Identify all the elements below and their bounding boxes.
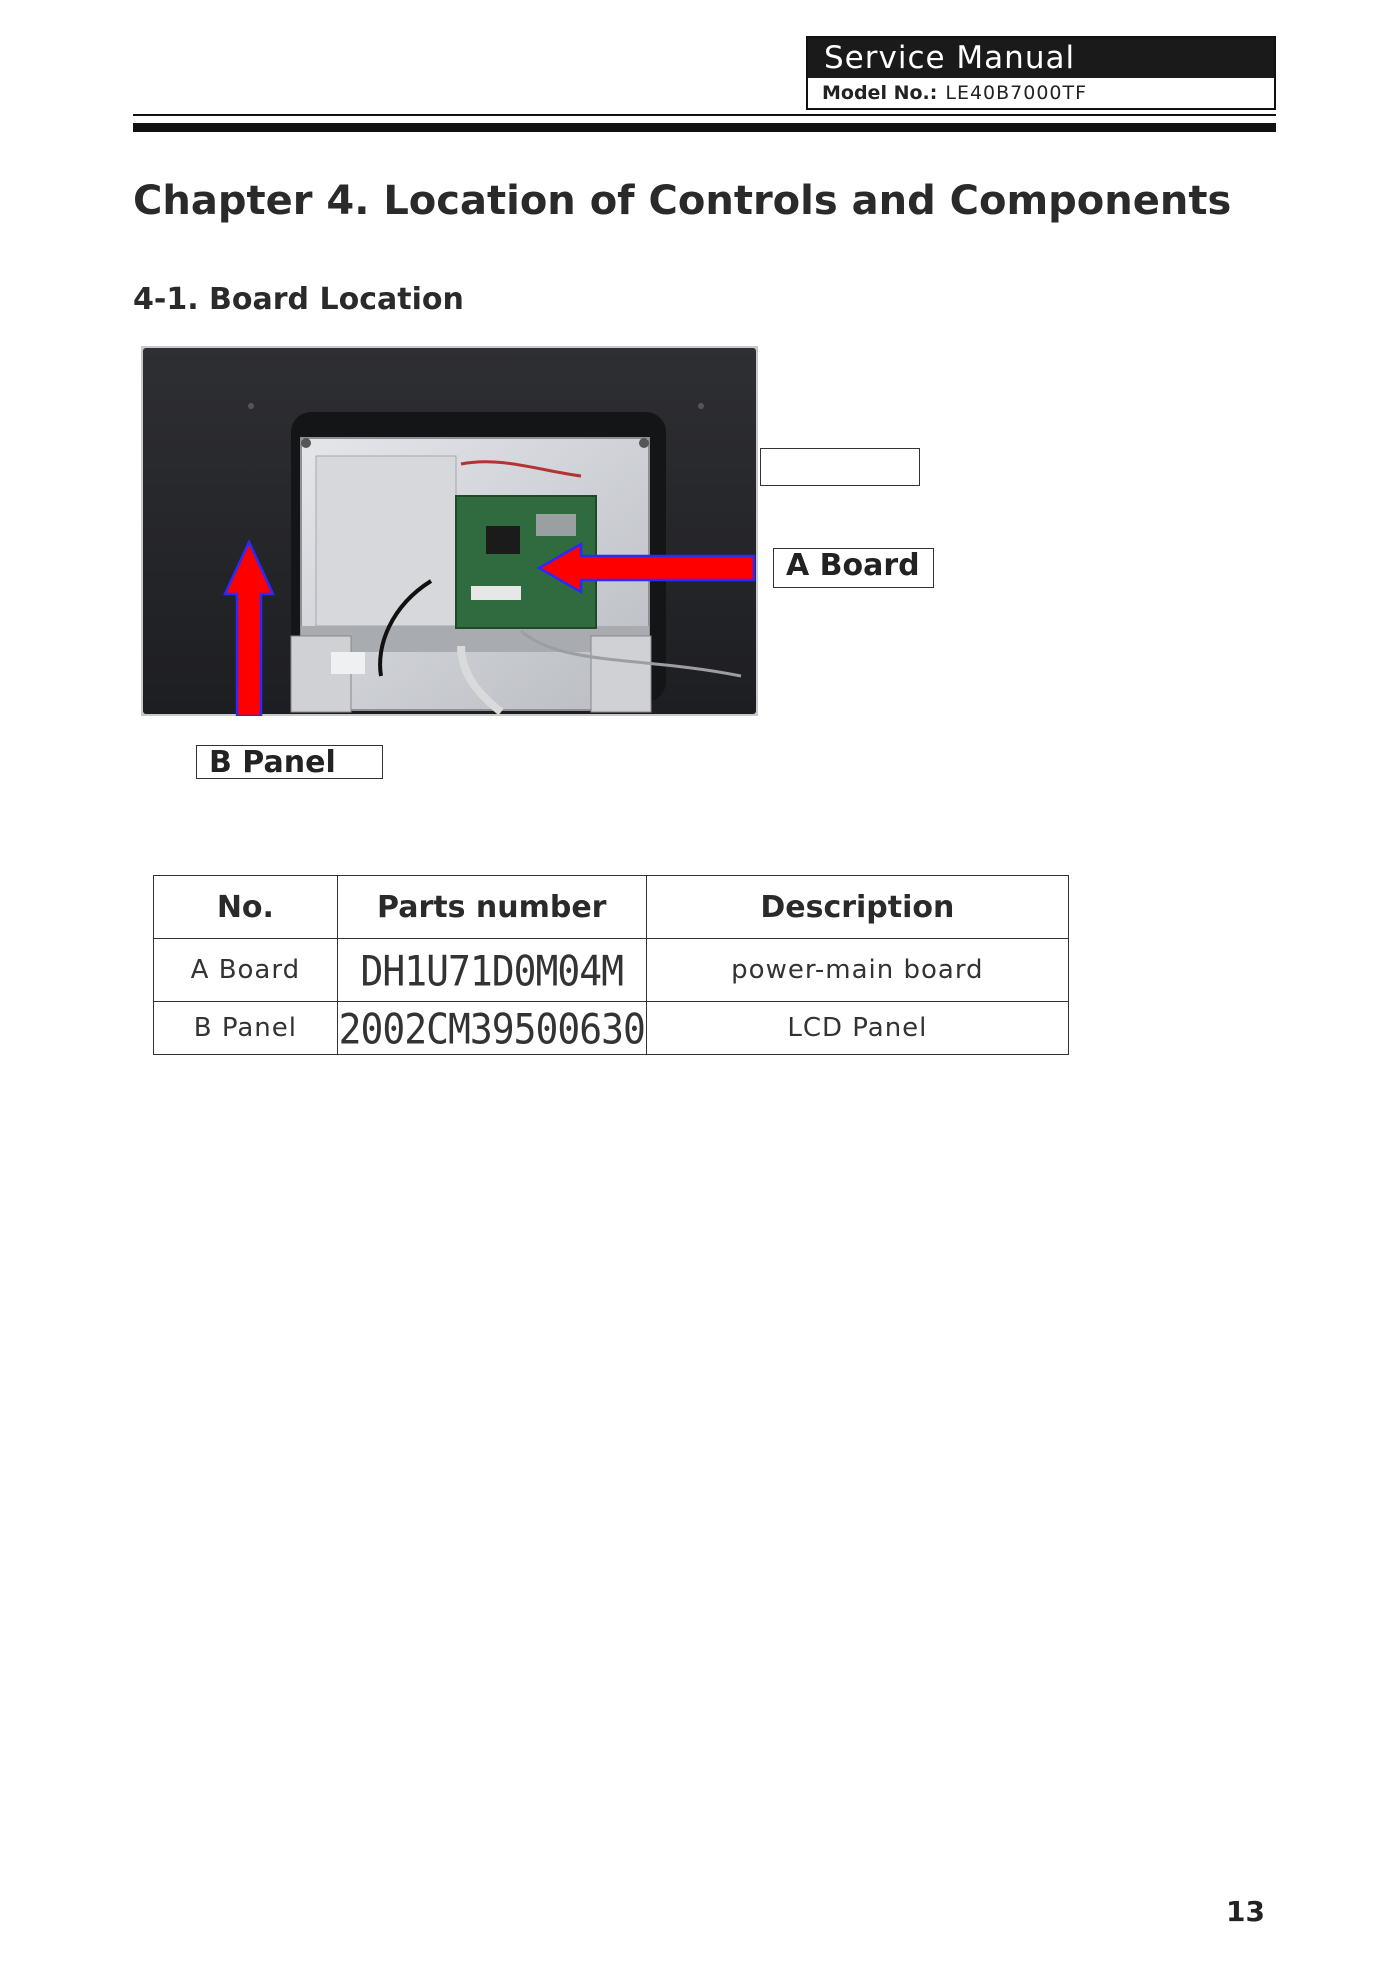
header-no: No. — [153, 875, 338, 939]
header-description: Description — [645, 875, 1070, 939]
header-rule-thin — [133, 114, 1276, 116]
cell-no: A Board — [153, 938, 338, 1002]
table-header-row: No. Parts number Description — [153, 875, 1070, 939]
screw-3 — [248, 403, 254, 409]
screw-4 — [698, 403, 704, 409]
header-rule-thick — [133, 123, 1276, 132]
metal-chassis-inner — [315, 455, 457, 627]
model-value: LE40B7000TF — [945, 82, 1088, 104]
header-parts-number: Parts number — [336, 875, 647, 939]
parts-table: No. Parts number Description A Board DH1… — [153, 875, 1070, 1058]
cell-description: power-main board — [645, 938, 1070, 1002]
cell-part-number: 2002CM39500630 — [336, 998, 647, 1058]
cable-black — [378, 579, 433, 677]
cell-no: B Panel — [153, 1001, 338, 1055]
table-row: B Panel 2002CM39500630 LCD Panel — [153, 998, 1070, 1058]
cell-part-number: DH1U71D0M04M — [336, 934, 647, 1006]
callout-b-panel: B Panel — [196, 745, 383, 780]
callout-empty-box — [760, 448, 920, 486]
model-line: Model No.: LE40B7000TF — [808, 78, 1274, 108]
callout-a-board: A Board — [773, 548, 934, 588]
pcb-heatsink — [536, 514, 576, 536]
page-number: 13 — [1226, 1895, 1265, 1928]
metal-foot-right — [590, 635, 652, 713]
screw-1 — [301, 438, 311, 448]
pcb-chip — [486, 526, 520, 554]
tv-back-photo — [141, 346, 758, 716]
cable-bundle — [457, 645, 504, 716]
table-row: A Board DH1U71D0M04M power-main board — [153, 934, 1070, 1006]
model-label: Model No.: — [822, 82, 938, 104]
arrow-b-panel — [223, 539, 275, 716]
cable-red — [460, 460, 582, 478]
cell-description: LCD Panel — [645, 1001, 1070, 1055]
screw-2 — [639, 438, 649, 448]
pcb-connector — [471, 586, 521, 600]
manual-title: Service Manual — [808, 38, 1274, 78]
cable-grey — [520, 629, 742, 678]
chapter-title: Chapter 4. Location of Controls and Comp… — [133, 178, 1232, 224]
arrow-a-board — [536, 541, 756, 595]
label-sticker — [331, 652, 365, 674]
section-title: 4-1. Board Location — [133, 282, 464, 317]
header-box: Service Manual Model No.: LE40B7000TF — [806, 36, 1276, 110]
